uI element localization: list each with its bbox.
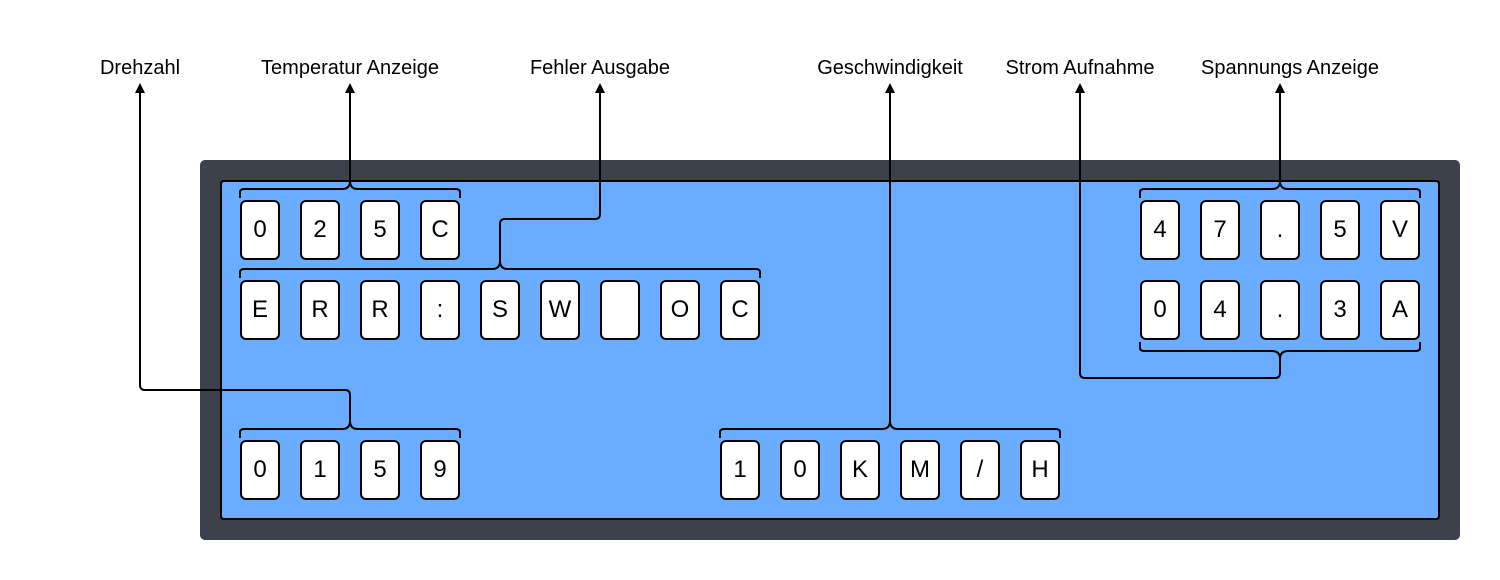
speed-cell: H [1020,440,1060,500]
error-cell [600,280,640,340]
speed-brace [719,420,1061,438]
label-spannungs-anzeige: Spannungs Anzeige [1201,57,1379,79]
current-cell: . [1260,280,1300,340]
temperature-cell: C [420,200,460,260]
speed-cell: 1 [720,440,760,500]
label-drehzahl: Drehzahl [99,57,181,79]
current-brace [1139,342,1421,360]
current-cell: 0 [1140,280,1180,340]
arrow-drehzahl [135,83,351,421]
error-cell: W [540,280,580,340]
current-cell: 4 [1200,280,1240,340]
temperature-cell: 2 [300,200,340,260]
voltage-cell: . [1260,200,1300,260]
speed-cell: 0 [780,440,820,500]
voltage-brace [1139,180,1421,198]
error-cell: : [420,280,460,340]
speed-cell: / [960,440,1000,500]
error-brace [239,260,761,278]
rpm-brace [239,420,461,438]
error-cell: S [480,280,520,340]
rpm-cell: 5 [360,440,400,500]
current-cell: 3 [1320,280,1360,340]
rpm-cell: 0 [240,440,280,500]
arrow-strom [1075,83,1281,379]
error-cell: E [240,280,280,340]
voltage-cell: 5 [1320,200,1360,260]
label-geschwindigkeit: Geschwindigkeit [817,57,963,79]
temperature-cell: 5 [360,200,400,260]
rpm-cell: 1 [300,440,340,500]
label-strom-aufnahme: Strom Aufnahme [1005,57,1155,79]
error-cell: R [360,280,400,340]
speed-cell: K [840,440,880,500]
rpm-cell: 9 [420,440,460,500]
temperature-cell: 0 [240,200,280,260]
arrow-fehler [499,83,605,261]
voltage-cell: 7 [1200,200,1240,260]
error-cell: R [300,280,340,340]
error-cell: O [660,280,700,340]
speed-cell: M [900,440,940,500]
label-temperatur-anzeige: Temperatur Anzeige [261,57,439,79]
temperature-brace [239,180,461,198]
voltage-cell: V [1380,200,1420,260]
label-fehler-ausgabe: Fehler Ausgabe [529,57,671,79]
voltage-cell: 4 [1140,200,1180,260]
current-cell: A [1380,280,1420,340]
error-cell: C [720,280,760,340]
